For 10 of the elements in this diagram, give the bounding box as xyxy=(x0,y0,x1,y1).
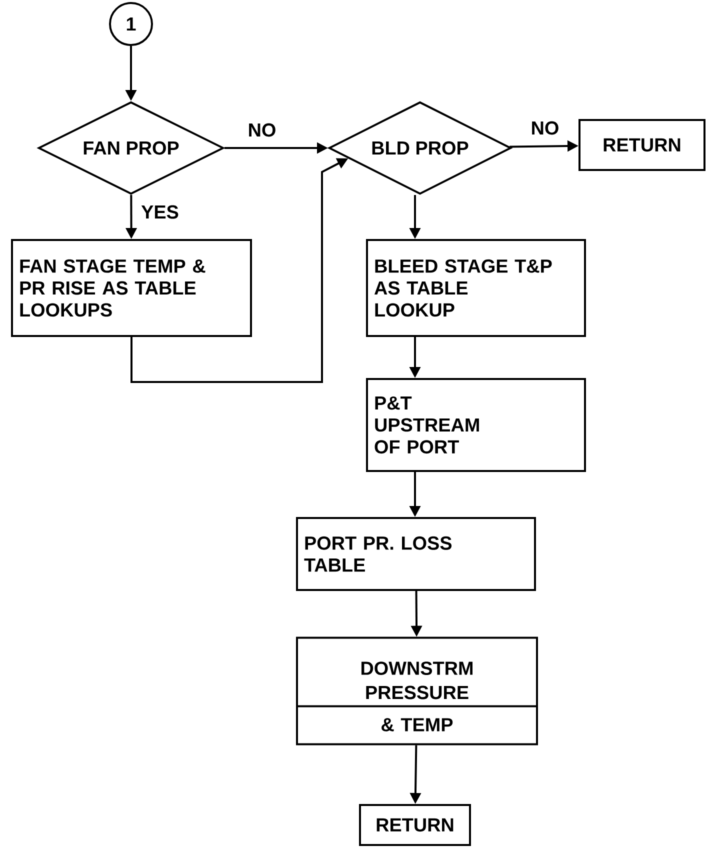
terminal-box: RETURN xyxy=(359,804,471,846)
process-box: P&T UPSTREAM OF PORT xyxy=(366,378,586,472)
terminal-box: RETURN xyxy=(578,119,706,171)
edge-label: NO xyxy=(530,120,560,136)
process-box: PORT PR. LOSS TABLE xyxy=(296,517,536,591)
process-box: BLEED STAGE T&P AS TABLE LOOKUP xyxy=(366,239,586,337)
process-box: DOWNSTRM PRESSURE & TEMP xyxy=(296,636,538,746)
edge-label: YES xyxy=(140,204,180,220)
process-box: FAN STAGE TEMP & PR RISE AS TABLE LOOKUPS xyxy=(11,239,252,337)
edge-label: NO xyxy=(246,122,278,138)
